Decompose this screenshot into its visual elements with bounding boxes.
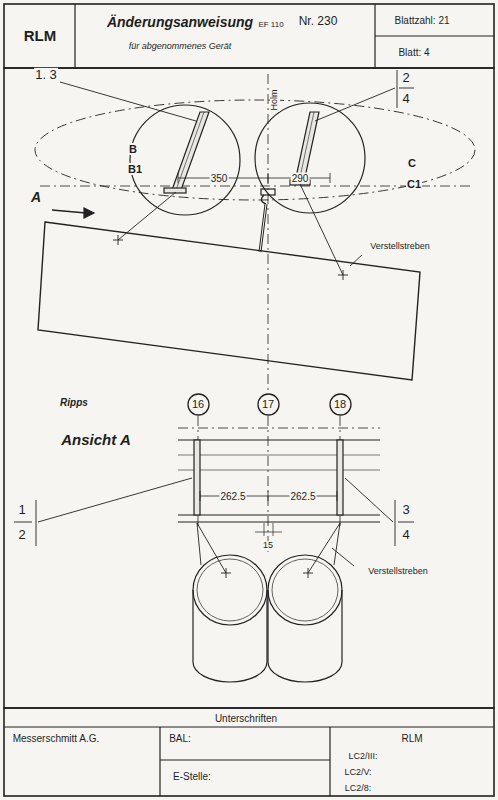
form-title: Änderungsanweisung	[106, 15, 254, 30]
dimension: 15	[262, 541, 274, 551]
authority-mark: RLM	[400, 733, 423, 744]
sheet-count: Blattzahl: 21	[393, 15, 450, 26]
rib-number: 18	[334, 399, 346, 410]
form-code: EF 110	[257, 21, 284, 30]
callout-number: 4	[401, 528, 410, 542]
signature-field: LC2/V:	[343, 768, 372, 778]
part-name: Verstellstreben	[369, 242, 431, 252]
form-subtitle: für abgenommenes Gerät	[128, 42, 233, 52]
rib-number-circle: 18	[329, 393, 352, 416]
callout-number: 3	[401, 503, 410, 517]
signature-field: LC2/III:	[347, 752, 378, 762]
rib-number: 17	[262, 399, 274, 410]
authority-mark: RLM	[23, 28, 58, 45]
rib-number-circle: 17	[257, 393, 280, 416]
callout-number: 1	[17, 503, 26, 517]
rib-number: 16	[192, 399, 204, 410]
signature-field: BAL:	[168, 733, 192, 744]
signature-heading: Unterschriften	[214, 713, 278, 724]
point-label: B	[128, 143, 138, 155]
circle-outline	[188, 394, 209, 415]
signature-field: LC2/8:	[344, 784, 373, 794]
callout-number: 2	[401, 71, 410, 85]
dimension: 262.5	[219, 491, 246, 502]
company-name: Messerschmitt A.G.	[12, 733, 101, 744]
rib-number-circle: 16	[187, 393, 210, 416]
order-number: Nr. 230	[298, 15, 339, 28]
spar-label: Holm	[270, 88, 280, 111]
circle-outline	[258, 394, 279, 415]
callout-number: 1. 3	[34, 68, 58, 82]
view-title: Ansicht A	[60, 432, 131, 449]
callout-number: 2	[17, 528, 26, 542]
point-label: C1	[406, 178, 422, 190]
signature-field: E-Stelle:	[172, 771, 212, 782]
part-name: Verstellstreben	[367, 567, 429, 577]
view-arrow-label: A	[30, 190, 42, 205]
sheet-number: Blatt: 4	[397, 47, 430, 58]
dimension: 350	[210, 173, 229, 184]
circle-outline	[330, 394, 351, 415]
point-label: B1	[127, 163, 143, 175]
point-label: C	[407, 157, 417, 169]
rib-label: Ripps	[59, 397, 89, 408]
dimension: 290	[291, 173, 310, 184]
dimension: 262.5	[289, 491, 316, 502]
callout-number: 4	[401, 92, 410, 106]
